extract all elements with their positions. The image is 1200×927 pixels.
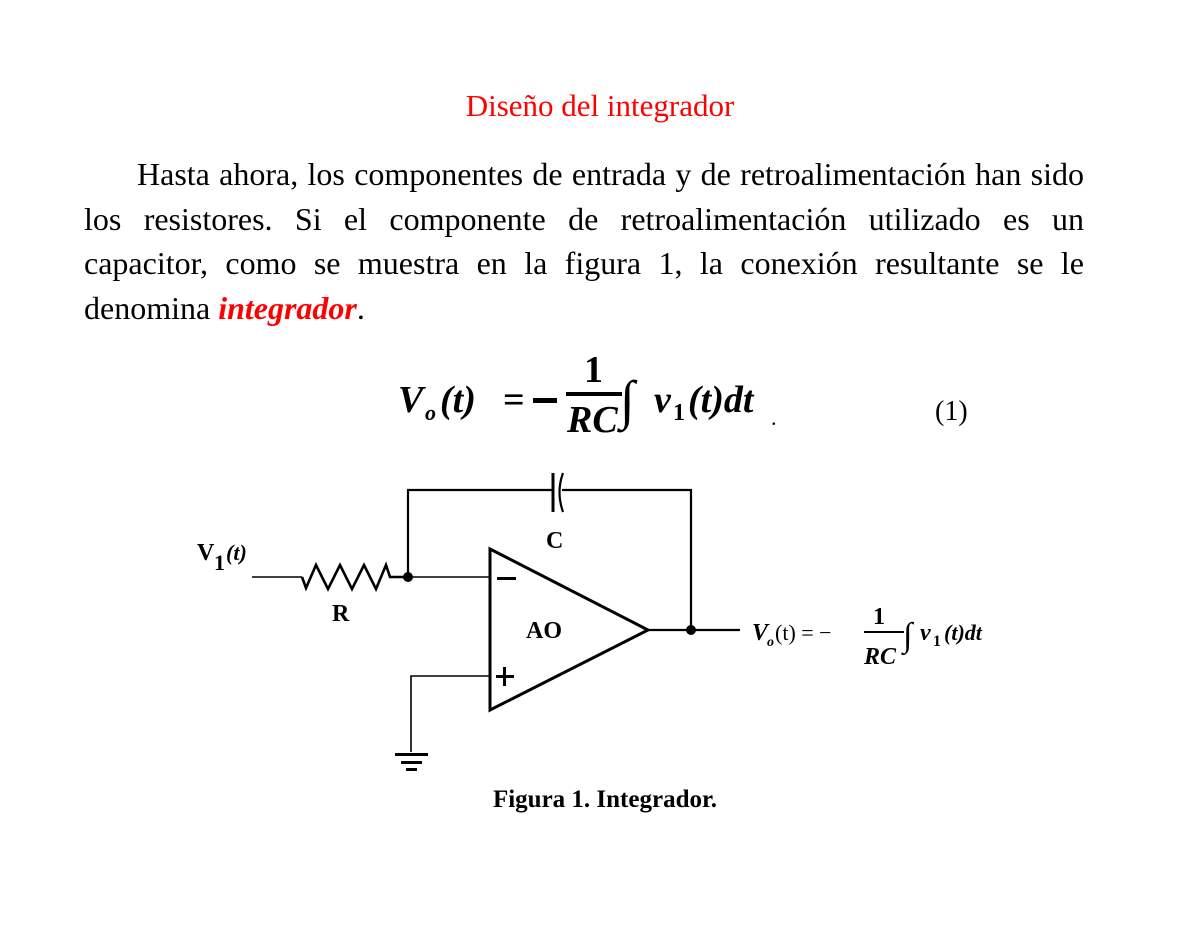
eq-fraction-bar: [566, 392, 622, 396]
eq-lhs-v: V: [398, 379, 426, 421]
svg-text:V: V: [752, 620, 770, 646]
svg-text:1: 1: [873, 604, 885, 630]
resistor-label: R: [332, 601, 350, 627]
eq-integral: ∫: [617, 370, 638, 433]
svg-text:v: v: [920, 620, 931, 646]
paragraph-end: .: [356, 289, 365, 326]
eq-trailing-dot: .: [771, 405, 777, 430]
feedback-wire-left: [406, 488, 553, 577]
svg-text:(t): (t): [226, 540, 247, 565]
svg-text:(t) = −: (t) = −: [775, 620, 832, 645]
inverting-sign: [497, 577, 516, 580]
noninverting-sign: [496, 667, 514, 686]
capacitor-label: C: [546, 528, 563, 554]
paragraph-text: Hasta ahora, los componentes de entrada …: [84, 156, 1084, 326]
svg-text:1: 1: [214, 550, 225, 575]
eq-equals: =: [503, 379, 525, 421]
opamp-triangle: [488, 546, 652, 713]
svg-text:∫: ∫: [901, 617, 915, 656]
integrator-circuit: V 1 (t) R C AO: [197, 472, 983, 771]
feedback-wire-right: [562, 488, 693, 630]
svg-text:1: 1: [933, 633, 941, 650]
body-paragraph: Hasta ahora, los componentes de entrada …: [84, 152, 1084, 330]
junction-node-output: [686, 625, 696, 635]
highlighted-term: integrador: [218, 289, 357, 326]
svg-text:V: V: [197, 540, 215, 566]
figure-caption: Figura 1. Integrador.: [492, 786, 718, 813]
eq-integrand-v: v: [654, 379, 672, 421]
eq-numerator: 1: [584, 349, 603, 391]
eq-lhs-arg: (t): [440, 379, 476, 421]
ground-icon: [395, 753, 428, 771]
main-equation: V o (t) = 1 RC ∫ v 1 (t)dt . (1): [398, 349, 968, 441]
svg-text:o: o: [767, 635, 774, 650]
eq-integrand-sub: 1: [673, 400, 685, 426]
eq-number: (1): [935, 396, 968, 427]
eq-lhs-sub: o: [425, 400, 436, 425]
eq-integrand-arg: (t)dt: [688, 379, 755, 421]
eq-minus: [533, 398, 557, 403]
input-label: V 1 (t): [197, 540, 247, 575]
output-equation: V o (t) = − 1 RC ∫ v 1 (t)dt: [752, 604, 983, 670]
eq-denominator: RC: [566, 399, 618, 441]
svg-text:RC: RC: [863, 644, 897, 670]
section-title: Diseño del integrador: [465, 88, 735, 123]
noninverting-input-wire: [410, 675, 490, 752]
opamp-label: AO: [526, 618, 562, 644]
svg-text:(t)dt: (t)dt: [944, 620, 983, 645]
resistor-symbol: [300, 561, 408, 593]
capacitor-plate-curved: [558, 472, 565, 513]
